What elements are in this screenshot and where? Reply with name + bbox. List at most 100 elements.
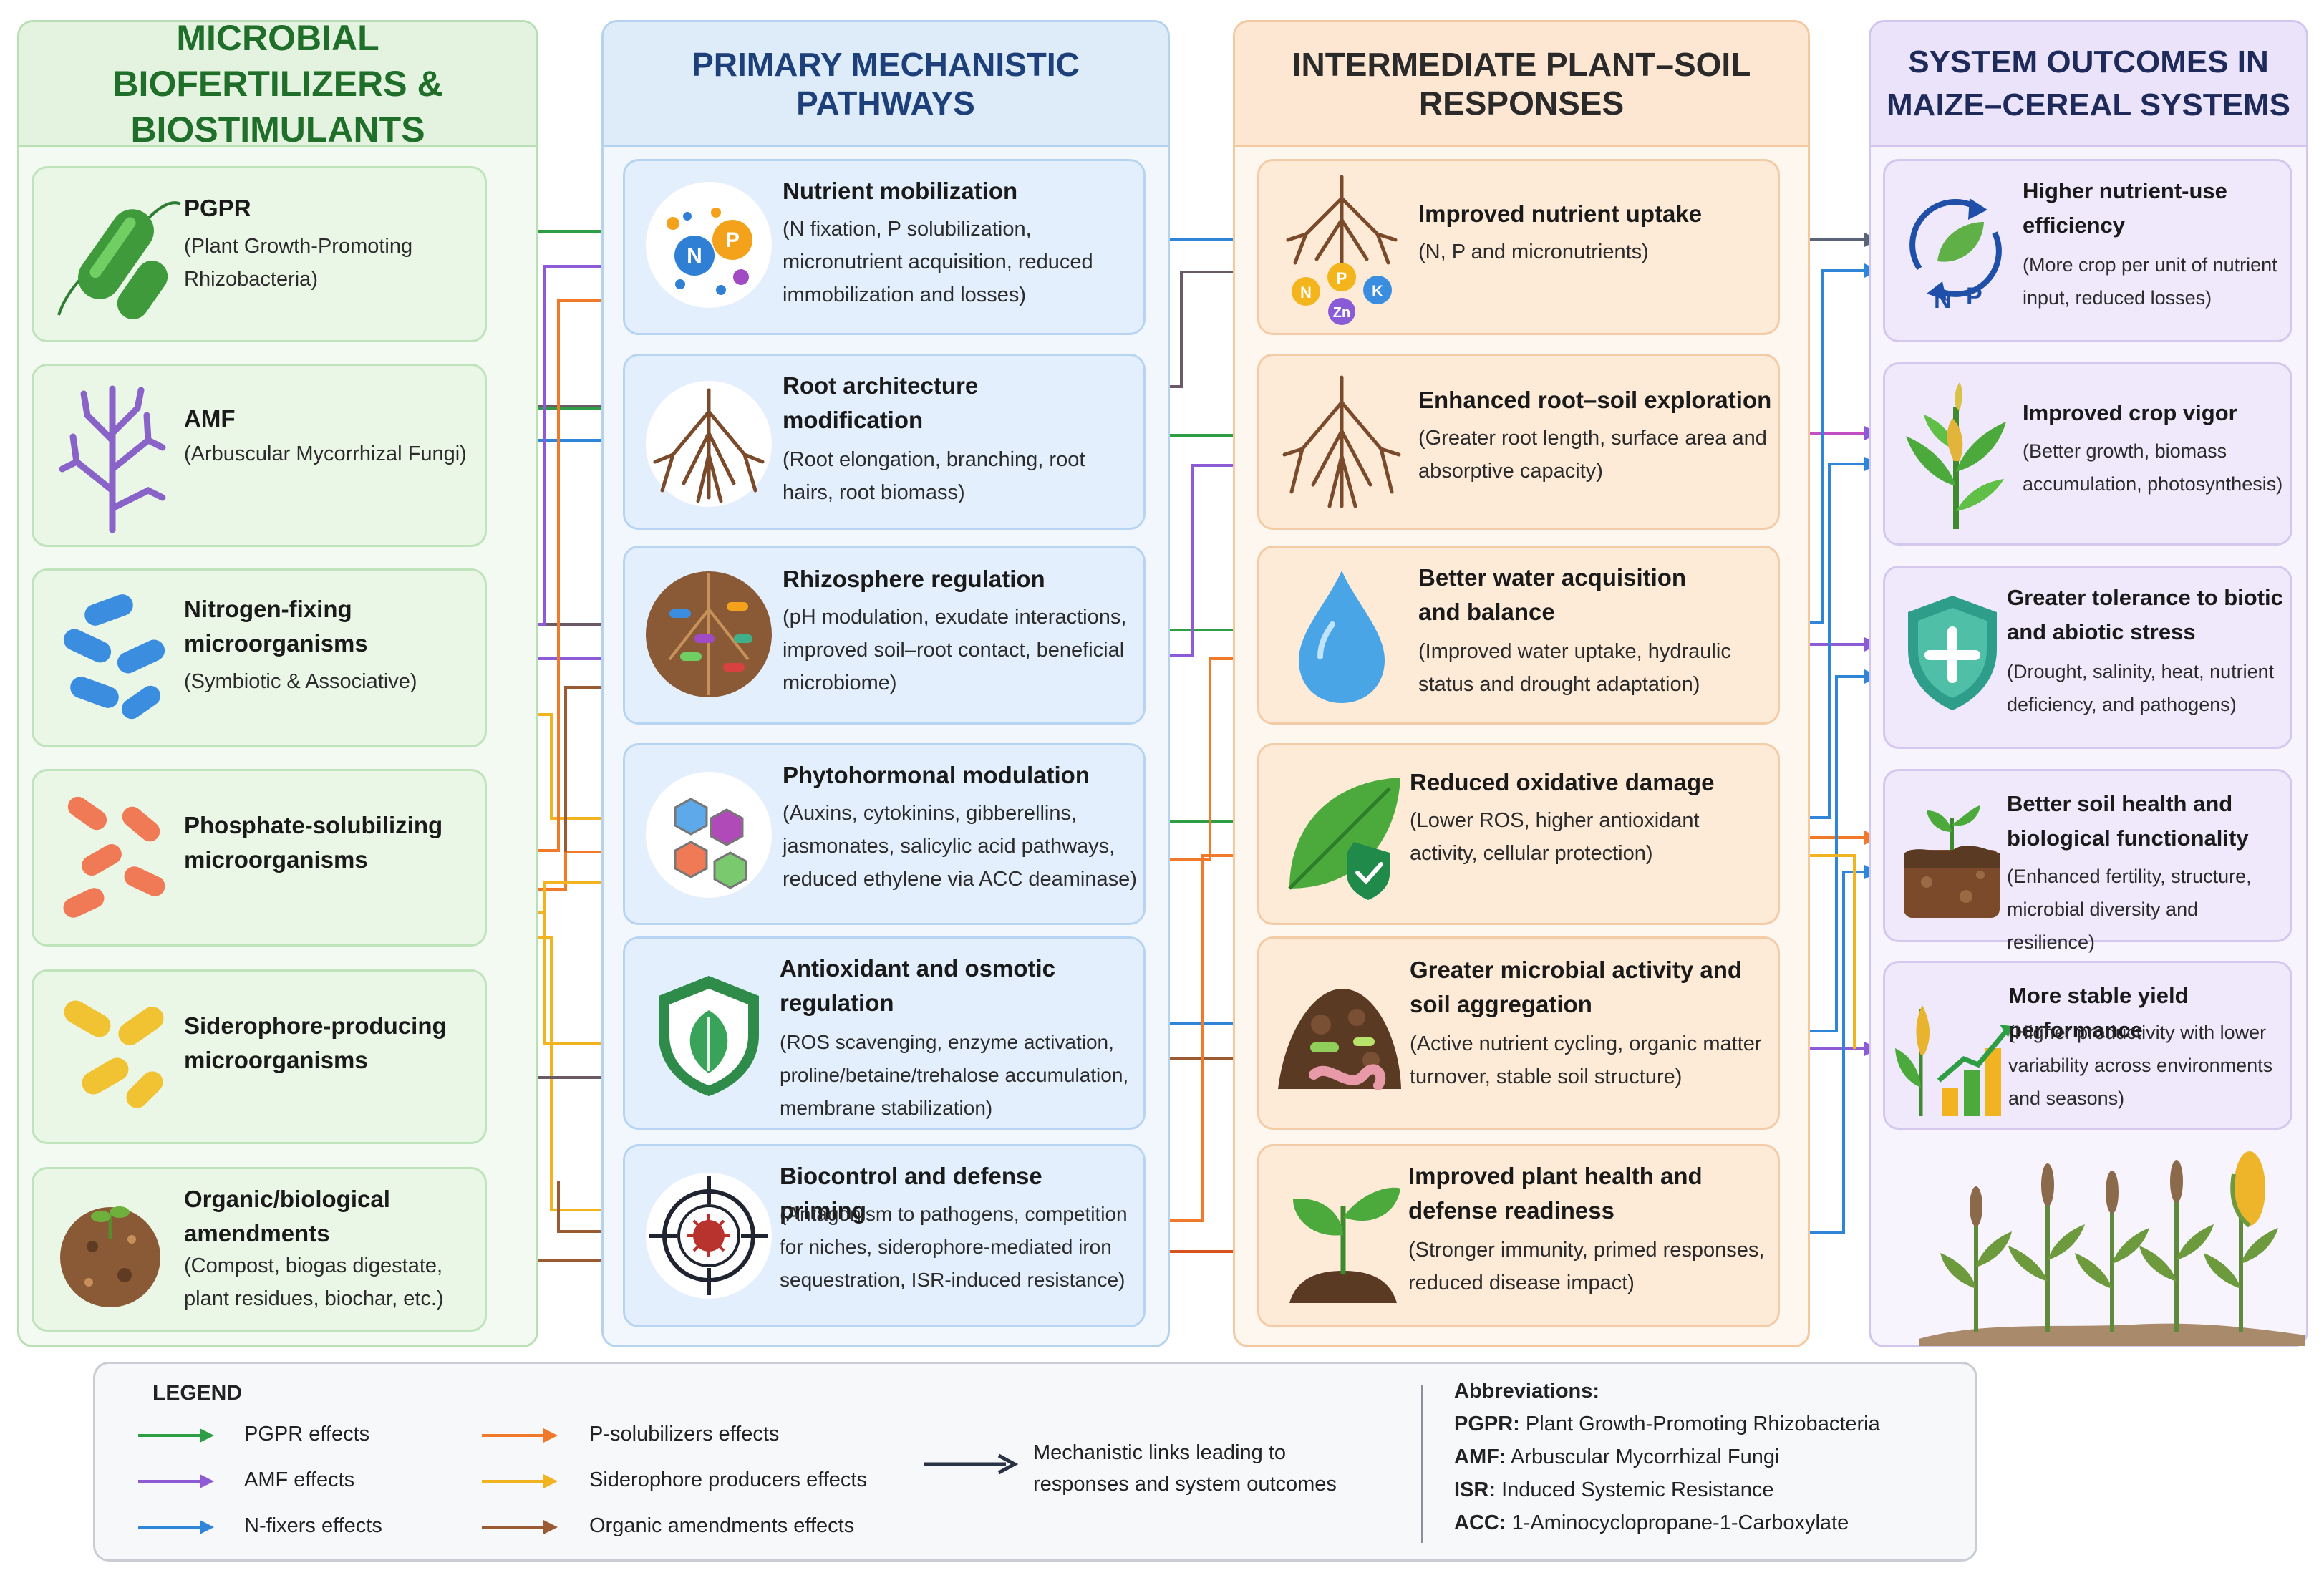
- legend-title: LEGEND: [152, 1381, 243, 1405]
- card-title: Improved nutrient uptake: [1418, 200, 1703, 227]
- card-nutrient-use-efficiency: N P Higher nutrient-use efficiency (More…: [1883, 159, 2292, 342]
- card-plant-health: Improved plant health and defense readin…: [1257, 1144, 1780, 1327]
- card-desc: (Stronger immunity, primed responses, re…: [1408, 1239, 1765, 1294]
- card-title: More stable yield performance: [2008, 983, 2189, 1042]
- card-desc: (Symbiotic & Associative): [184, 670, 417, 693]
- card-rhizosphere: Rhizosphere regulation (pH modulation, e…: [623, 546, 1146, 725]
- abbreviation-pgpr: PGPR: Plant Growth-Promoting Rhizobacter…: [1454, 1413, 1880, 1436]
- card-siderophore-producers: Siderophore-producing microorganisms: [32, 969, 487, 1144]
- card-soil-health: Better soil health and biological functi…: [1883, 769, 2292, 953]
- abbreviation-amf: AMF: Arbuscular Mycorrhizal Fungi: [1454, 1446, 1780, 1468]
- card-title: Phytohormonal modulation: [783, 762, 1090, 788]
- rhizosphere-icon: [646, 571, 772, 697]
- water-drop-icon: [1299, 571, 1385, 703]
- card-oxidative-damage: Reduced oxidative damage (Lower ROS, hig…: [1257, 743, 1780, 925]
- nutrient-label-p: P: [725, 228, 740, 252]
- mycorrhiza-icon: [59, 385, 166, 533]
- card-root-soil-exploration: Enhanced root–soil exploration (Greater …: [1257, 354, 1780, 530]
- legend: LEGEND PGPR effects AMF effects N-fixers…: [93, 1362, 1977, 1562]
- svg-text:N: N: [1300, 284, 1312, 301]
- card-yield-stability: More stable yield performance (Higher pr…: [1883, 961, 2292, 1130]
- card-amf: AMF (Arbuscular Mycorrhizal Fungi): [32, 364, 487, 547]
- card-title: Better water acquisition and balance: [1418, 564, 1687, 625]
- card-title: Greater tolerance to biotic and abiotic …: [2007, 585, 2283, 644]
- card-desc: (Drought, salinity, heat, nutrient defic…: [2007, 661, 2275, 715]
- card-title: AMF: [184, 405, 236, 432]
- card-stress-tolerance: Greater tolerance to biotic and abiotic …: [1883, 566, 2292, 749]
- card-desc: (Higher productivity with lower variabil…: [2008, 1022, 2273, 1109]
- orange-bacteria-icon: [63, 796, 165, 918]
- card-root-architecture: Root architecture modification (Root elo…: [623, 354, 1146, 530]
- card-title: Nutrient mobilization: [783, 178, 1018, 204]
- card-title: Rhizosphere regulation: [783, 566, 1045, 592]
- card-biocontrol: Biocontrol and defense priming (Antagoni…: [623, 1144, 1146, 1327]
- legend-item-p-solubilizers: P-solubilizers effects: [589, 1423, 780, 1446]
- card-title: Root architecture modification: [783, 372, 979, 433]
- card-title: Biocontrol and defense priming: [780, 1163, 1042, 1224]
- card-desc: (Compost, biogas digestate, plant residu…: [184, 1254, 444, 1310]
- column-title: PRIMARY MECHANISTIC PATHWAYS: [604, 22, 1168, 147]
- card-title: Organic/biological amendments: [184, 1186, 390, 1246]
- card-nitrogen-fixers: Nitrogen-fixing microorganisms (Symbioti…: [32, 568, 487, 747]
- card-desc: (Greater root length, surface area and a…: [1418, 427, 1767, 483]
- card-desc: (N, P and micronutrients): [1418, 241, 1649, 263]
- card-pgpr: PGPR (Plant Growth-Promoting Rhizobacter…: [32, 166, 487, 342]
- card-nutrient-uptake: N P K Zn Improved nutrient uptake (N, P …: [1257, 159, 1780, 335]
- molecule-icon: [646, 772, 772, 898]
- legend-item-pgpr: PGPR effects: [244, 1423, 370, 1446]
- blue-bacteria-icon: [63, 594, 165, 720]
- card-title: PGPR: [184, 195, 251, 221]
- svg-text:P: P: [1966, 283, 1982, 310]
- leaf-shield-icon: [659, 976, 759, 1096]
- card-desc: (Lower ROS, higher antioxidant activity,…: [1410, 809, 1700, 865]
- card-crop-vigor: Improved crop vigor (Better growth, biom…: [1883, 362, 2292, 546]
- card-phytohormonal: Phytohormonal modulation (Auxins, cytoki…: [623, 743, 1146, 925]
- yellow-bacteria-icon: [64, 1000, 164, 1108]
- card-desc: (pH modulation, exudate interactions, im…: [783, 606, 1127, 694]
- card-desc: (More crop per unit of nutrient input, r…: [2023, 254, 2277, 309]
- nutrient-bubbles-icon: N P: [646, 182, 772, 308]
- card-title: Improved plant health and defense readin…: [1408, 1163, 1703, 1224]
- card-desc: (Better growth, biomass accumulation, ph…: [2023, 440, 2283, 495]
- rod-bacteria-icon: [57, 201, 181, 319]
- card-antioxidant: Antioxidant and osmotic regulation (ROS …: [623, 936, 1146, 1130]
- compost-icon: [60, 1206, 160, 1307]
- card-nutrient-mobilization: N P Nutrient mobilization (N fixation, P…: [623, 159, 1146, 335]
- card-title: Nitrogen-fixing microorganisms: [184, 596, 368, 657]
- root-icon: [646, 381, 772, 507]
- column-title: SYSTEM OUTCOMES IN MAIZE–CEREAL SYSTEMS: [1871, 22, 2306, 147]
- card-organic-amendments: Organic/biological amendments (Compost, …: [32, 1167, 487, 1332]
- nutrient-cycle-icon: N P: [1909, 198, 2002, 311]
- legend-mechanistic-label: Mechanistic links leading to responses a…: [1033, 1441, 1337, 1496]
- target-pathogen-icon: [646, 1173, 772, 1299]
- card-title: Phosphate-solubilizing microorganisms: [184, 812, 443, 873]
- svg-text:Zn: Zn: [1333, 305, 1350, 321]
- card-title: Higher nutrient-use efficiency: [2023, 178, 2227, 238]
- column-title: MICROBIAL BIOFERTILIZERS & BIOSTIMULANTS: [19, 18, 536, 150]
- legend-swatches: [138, 1428, 558, 1534]
- card-phosphate-solubilizers: Phosphate-solubilizing microorganisms: [32, 769, 487, 947]
- card-title: Improved crop vigor: [2023, 400, 2237, 425]
- svg-text:P: P: [1337, 269, 1347, 287]
- card-desc: (Antagonism to pathogens, competition fo…: [780, 1203, 1128, 1291]
- abbreviation-isr: ISR: Induced Systemic Resistance: [1454, 1478, 1774, 1501]
- maize-field-illustration: [1919, 1151, 2305, 1346]
- shield-plus-icon: [1908, 596, 1997, 710]
- card-desc: (Active nutrient cycling, organic matter…: [1410, 1032, 1762, 1088]
- card-title: Antioxidant and osmotic regulation: [780, 955, 1056, 1016]
- legend-item-amf: AMF effects: [244, 1468, 355, 1491]
- legend-item-n-fixers: N-fixers effects: [244, 1514, 382, 1537]
- legend-item-siderophore: Siderophore producers effects: [589, 1468, 867, 1491]
- roots-nutrients-icon: N P K Zn: [1286, 175, 1398, 325]
- seedling-icon: [1289, 1187, 1400, 1303]
- card-water-acquisition: Better water acquisition and balance (Im…: [1257, 546, 1780, 725]
- soil-sprout-icon: [1904, 805, 2000, 918]
- column-title: INTERMEDIATE PLANT–SOIL RESPONSES: [1235, 22, 1808, 147]
- root-icon: [1282, 375, 1401, 508]
- legend-divider: [1421, 1385, 1423, 1543]
- yield-chart-icon: [1895, 1005, 2011, 1116]
- card-title: Better soil health and biological functi…: [2007, 791, 2249, 851]
- card-desc: (Root elongation, branching, root hairs,…: [783, 448, 1085, 504]
- card-title: Greater microbial activity and soil aggr…: [1410, 957, 1743, 1017]
- svg-text:K: K: [1372, 282, 1383, 300]
